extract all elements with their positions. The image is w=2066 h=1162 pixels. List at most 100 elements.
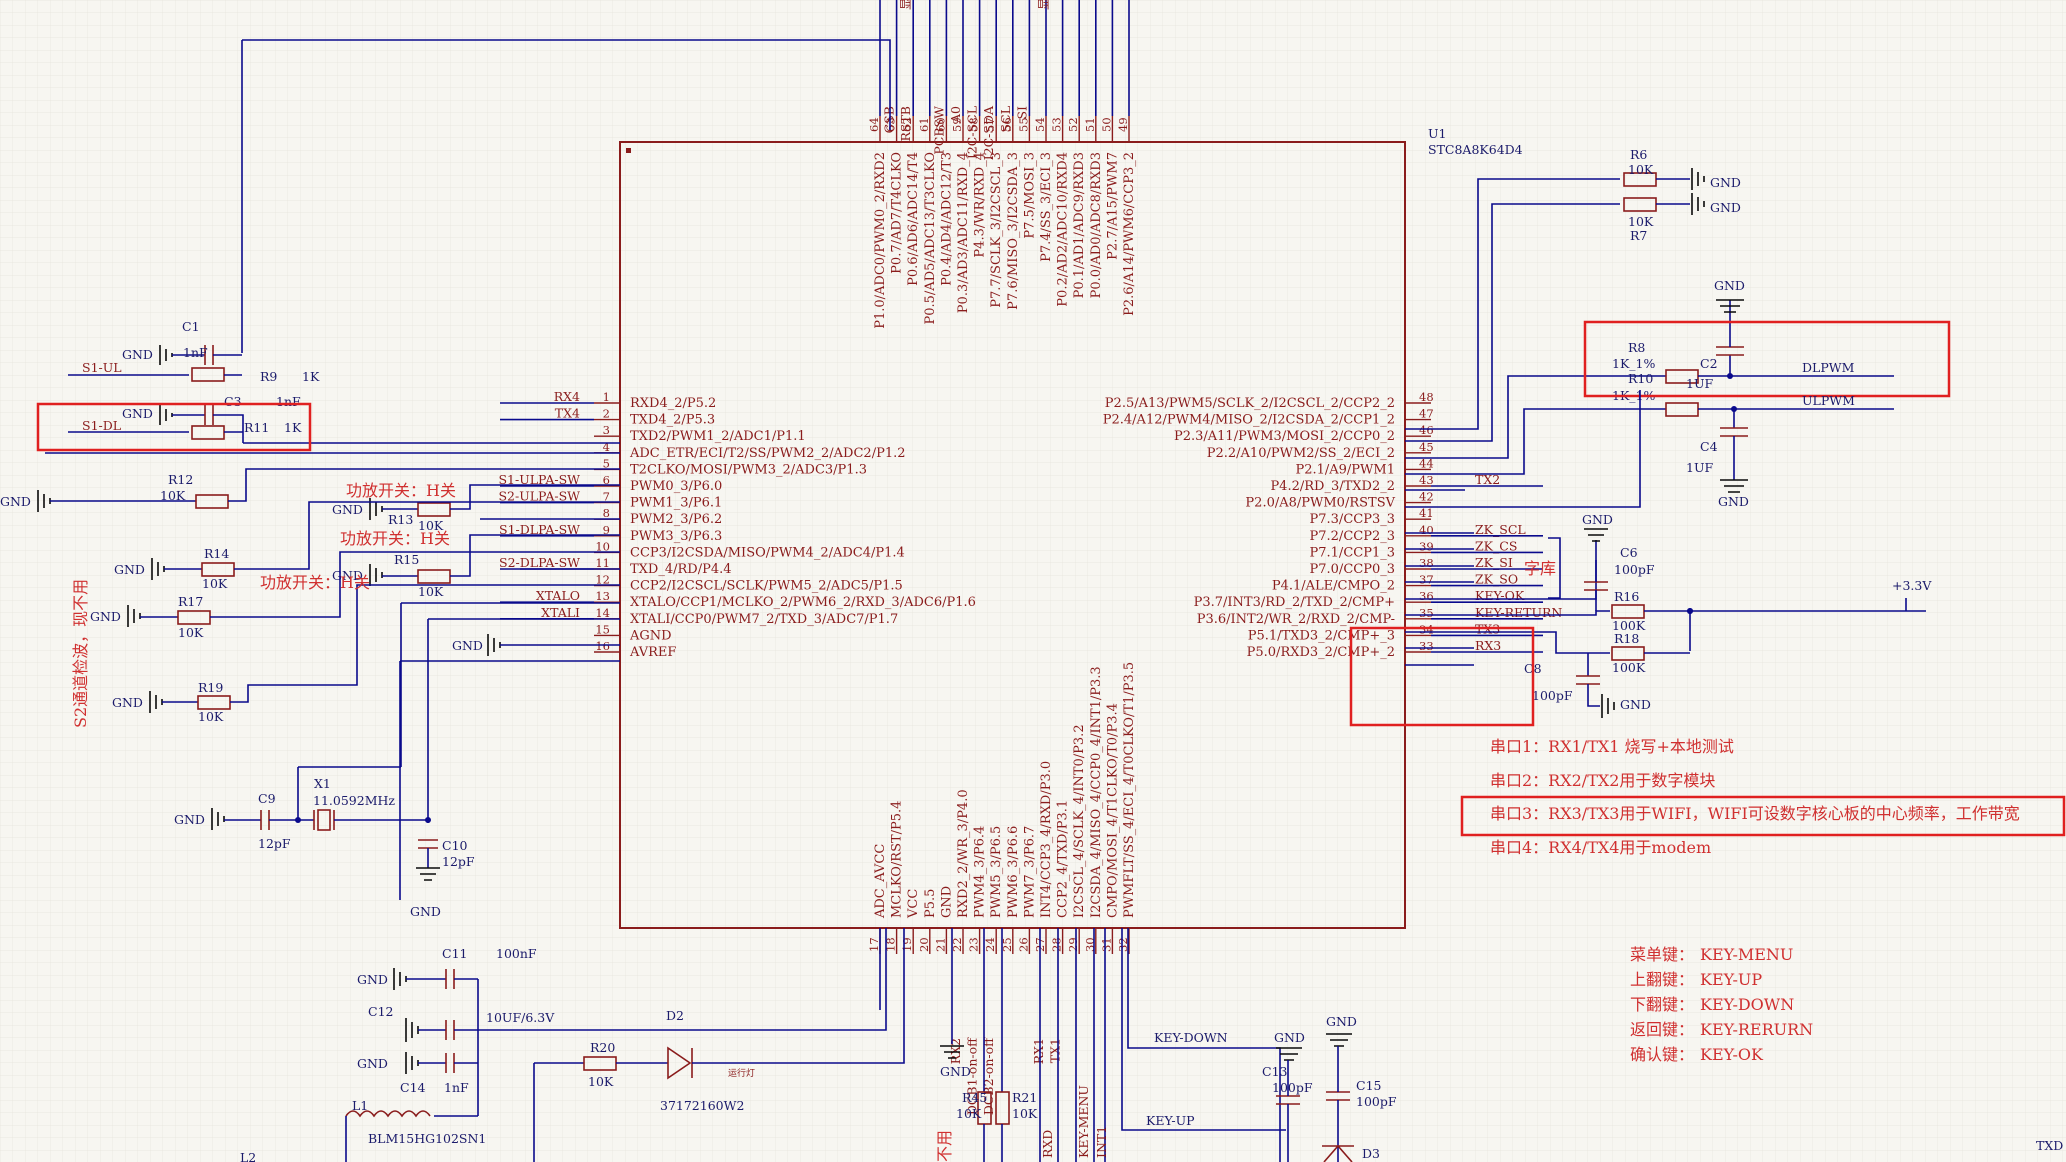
net-label: SCL	[998, 106, 1013, 132]
r12-ref: R12	[168, 472, 193, 487]
c2-ref: C2	[1700, 356, 1718, 371]
pin-name: TXD4_2/P5.3	[630, 413, 715, 428]
net-label: DCB2-on-off	[981, 1037, 996, 1115]
r13-ref: R13	[388, 512, 413, 527]
r15-ref: R15	[394, 552, 419, 567]
pin-name: P0.6/AD6/ADC14/T4	[906, 152, 921, 286]
pin-number: 25	[1000, 937, 1014, 952]
net-label: S1-DLPA-SW	[499, 522, 580, 537]
pin-name: PWM1_3/P6.1	[630, 496, 722, 511]
r9-ref: R9	[260, 369, 277, 384]
r19-val: 10K	[198, 709, 224, 724]
gnd-label: GND	[1326, 1014, 1357, 1029]
key-inputs: KEY-DOWN KEY-UP GND C13 100pF GND C15 10…	[1104, 928, 2063, 1162]
top-partial-1: 显	[898, 0, 913, 10]
top-pins: 64P1.0/ADC0/PWM0_2/RXD263P0.7/AD7/T4CLKO…	[867, 0, 1137, 329]
pin-number: 6	[603, 473, 610, 487]
pin-name: P7.4/SS_3/ECI_3	[1039, 152, 1054, 262]
gnd-label: GND	[357, 972, 388, 987]
net-txd-right: TXD	[2036, 1138, 2063, 1153]
net-rxd: RXD	[1040, 1130, 1055, 1158]
gnd-label: GND	[1710, 175, 1741, 190]
highlight-uart3	[1349, 626, 1535, 727]
gnd-label: GND	[114, 562, 145, 577]
note-uart2: 串口2：RX2/TX2用于数字模块	[1490, 771, 1715, 790]
gnd-label: GND	[174, 812, 205, 827]
pwm-filters: GND GND R6 10K 10K R7 GND R8 1K_1% C2 1U…	[1405, 147, 1951, 509]
pin-number: 4	[603, 440, 610, 454]
pin-number: 18	[884, 937, 898, 952]
pin-name: P7.5/MOSI_3	[1022, 152, 1037, 239]
key-note-net: KEY-MENU	[1700, 945, 1793, 964]
pin-number: 12	[595, 573, 610, 587]
pin-name: P0.0/AD0/ADC8/RXD3	[1089, 152, 1104, 298]
r14-ref: R14	[204, 546, 229, 561]
pin-name: P0.5/AD5/ADC13/T3CLKO	[923, 152, 938, 325]
pin-number: 10	[595, 539, 610, 553]
pin-name: TXD_4/RD/P4.4	[630, 562, 732, 577]
pin-name: P2.4/A12/PWM4/MISO_2/I2CSDA_2/CCP1_2	[1103, 413, 1395, 428]
c13-val: 100pF	[1272, 1080, 1313, 1095]
pin-number: 9	[603, 523, 610, 537]
pin-name: AVREF	[629, 645, 676, 660]
c3-ref: C3	[224, 394, 242, 409]
r17-val: 10K	[178, 625, 204, 640]
pin-number: 28	[1050, 937, 1064, 952]
c4-val: 1UF	[1686, 460, 1713, 475]
r14-val: 10K	[202, 576, 228, 591]
c9-ref: C9	[258, 791, 276, 806]
gnd-label: GND	[1718, 494, 1749, 509]
pin-name: PWM2_3/P6.2	[630, 512, 722, 527]
c9-val: 12pF	[258, 836, 291, 851]
net-l2: L2	[240, 1150, 256, 1162]
key-note-label: 下翻键：	[1630, 995, 1694, 1014]
pin-number: 43	[1419, 473, 1434, 487]
pin-number: 41	[1419, 506, 1434, 520]
note-pa-switch-2: 功放开关：H关	[340, 529, 450, 548]
l1-ref: L1	[352, 1098, 368, 1113]
pin-name: INT4/CCP3_4/RXD/P3.0	[1039, 761, 1054, 918]
c10-ref: C10	[442, 838, 468, 853]
net-label: ZK_CS	[1475, 538, 1517, 553]
r45-ref: R45	[962, 1090, 987, 1105]
note-uart1: 串口1：RX1/TX1 烧写+本地测试	[1490, 737, 1734, 756]
pin-name: I2CSCL_4/SCLK_4/INT0/P3.2	[1072, 724, 1087, 918]
pin-name: PWM7_3/P6.7	[1022, 826, 1037, 918]
x1-ref: X1	[314, 776, 331, 791]
pin-number: 1	[603, 390, 610, 404]
highlight-s1-dl	[36, 402, 312, 452]
power-decoupling: GND C11 100nF C12 10UF/6.3V GND C14 1nF …	[240, 928, 887, 1162]
r7-ref: R7	[1630, 228, 1647, 243]
gnd-label: GND	[332, 502, 363, 517]
net-label: RX3	[1475, 638, 1501, 653]
d3-ref: D3	[1362, 1146, 1380, 1161]
note-pa-switch-3: 功放开关：H关	[260, 573, 370, 592]
note-s2-detector: S2通道检波，现不用	[71, 579, 90, 728]
pin-number: 37	[1419, 573, 1434, 587]
pin-number: 53	[1050, 117, 1064, 132]
gnd-label: GND	[1620, 697, 1651, 712]
pin-number: 49	[1116, 117, 1130, 132]
d2-ref: D2	[666, 1008, 684, 1023]
note-uart4: 串口4：RX4/TX4用于modem	[1490, 838, 1711, 857]
r8-val: 1K_1%	[1612, 356, 1655, 371]
gnd-label: GND	[1274, 1030, 1305, 1045]
pin-name: P2.6/A14/PWM6/CCP3_2	[1122, 152, 1137, 316]
pin-name: P2.1/A9/PWM1	[1295, 462, 1395, 477]
pin-number: 5	[603, 456, 610, 470]
pin-name: P2.3/A11/PWM3/MOSI_2/CCP0_2	[1174, 429, 1395, 444]
pin-number: 42	[1419, 490, 1434, 504]
c11-ref: C11	[442, 946, 467, 961]
pin-name: ADC_AVCC	[873, 844, 888, 919]
net-label: TX4	[555, 406, 580, 421]
net-label: RX4	[554, 389, 580, 404]
right-pins: 48P2.5/A13/PWM5/SCLK_2/I2CSCL_2/CCP2_247…	[1103, 390, 1563, 660]
pin-name: I2CSDA_4/MISO_4/CCP0_4/INT1/P3.3	[1089, 666, 1104, 918]
pin-number: 39	[1419, 539, 1434, 553]
pin-name: P0.3/AD3/ADC11/RXD_4	[956, 152, 971, 313]
pin-name: P5.1/TXD3_2/CMP+_3	[1248, 628, 1395, 643]
pin-name: PWM0_3/P6.0	[630, 479, 722, 494]
pin-name: P7.6/MISO_3/I2CSDA_3	[1006, 152, 1021, 310]
pin-number: 47	[1419, 407, 1434, 421]
x1-val: 11.0592MHz	[313, 793, 395, 808]
